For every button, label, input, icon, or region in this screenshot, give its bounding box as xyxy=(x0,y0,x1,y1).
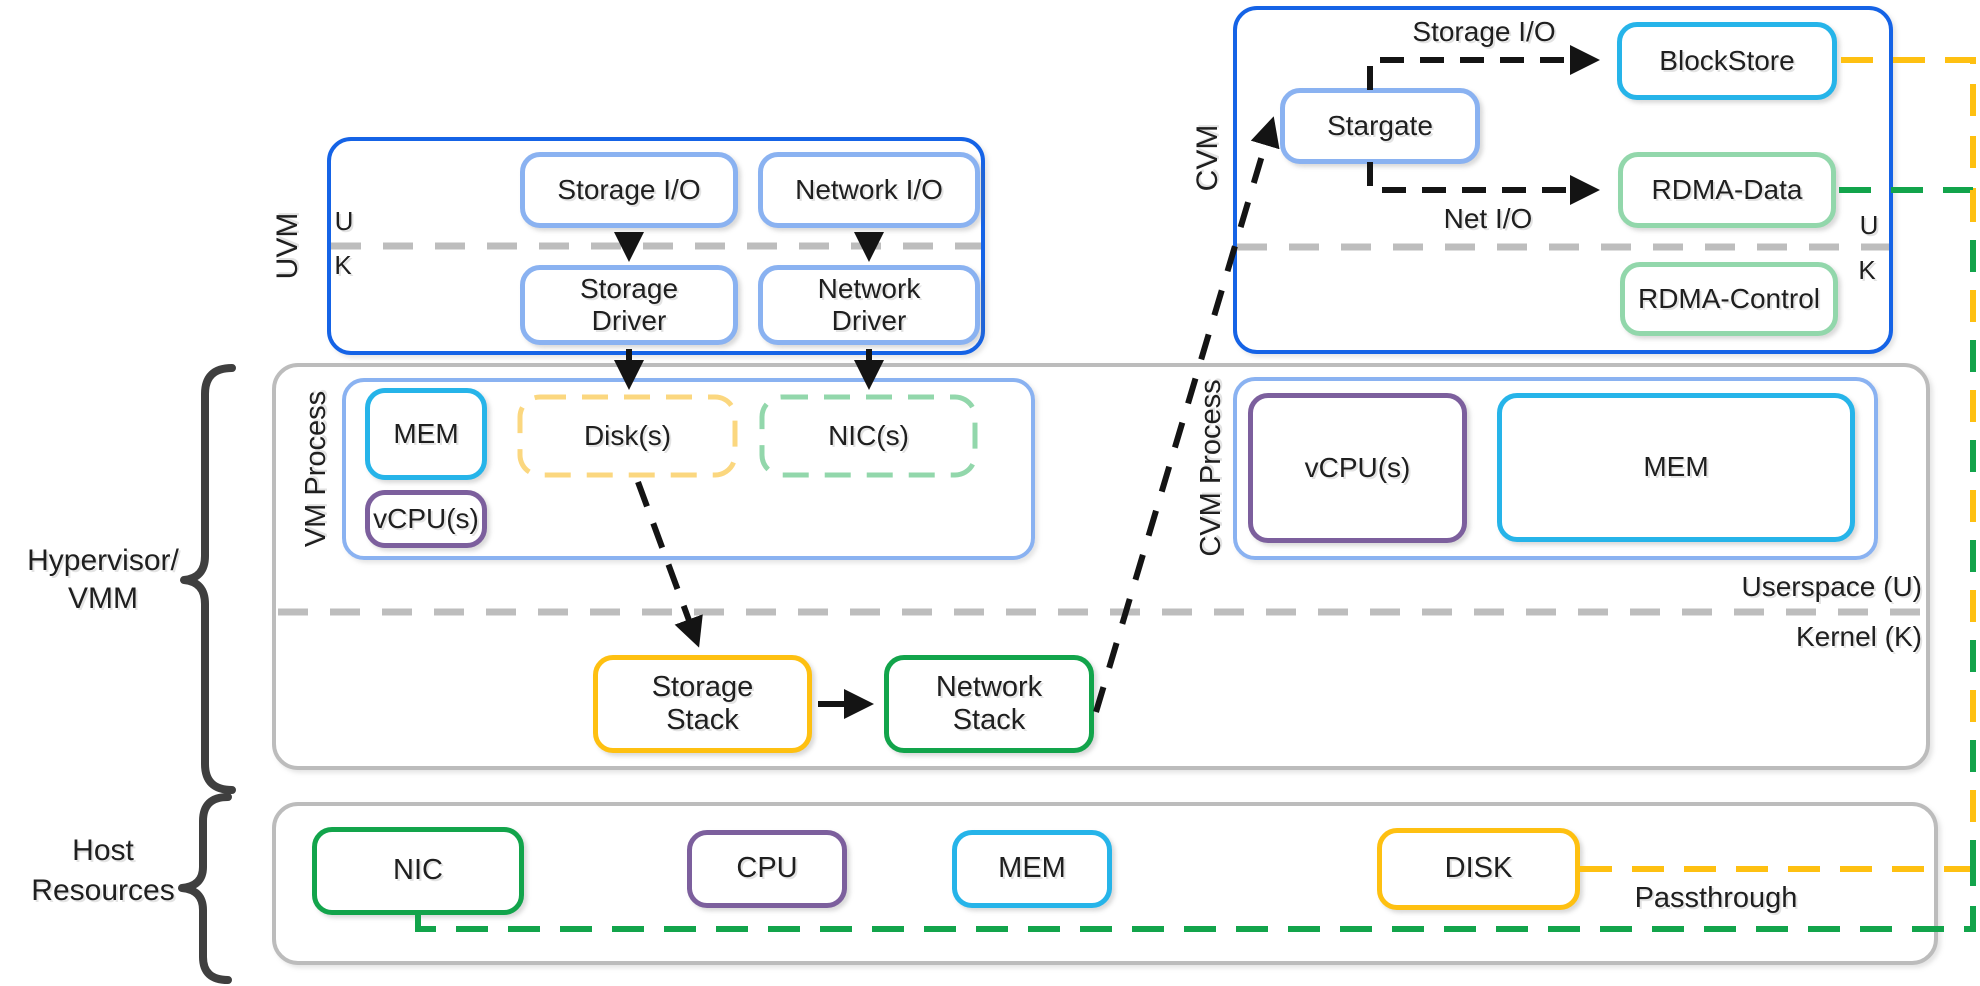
vm-vcpu-label: vCPU(s) xyxy=(373,502,479,534)
cvm-mem-box: MEM xyxy=(1497,393,1855,542)
cvm-vcpu-label: vCPU(s) xyxy=(1304,451,1411,483)
uvm-network-driver-label: Network Driver xyxy=(817,272,921,336)
host-nic-box: NIC xyxy=(312,827,524,915)
network-stack-box: Network Stack xyxy=(884,655,1094,753)
uvm-storage-io-box: Storage I/O xyxy=(520,152,738,228)
vm-mem-box: MEM xyxy=(365,388,487,480)
uvm-network-io-box: Network I/O xyxy=(758,152,980,228)
host-cpu-label: CPU xyxy=(736,852,798,885)
cvm-blockstore-box: BlockStore xyxy=(1617,22,1837,100)
uvm-box xyxy=(327,137,985,355)
blockstore-label: BlockStore xyxy=(1659,44,1795,76)
host-disk-label: DISK xyxy=(1444,852,1513,885)
uvm-storage-driver-label: Storage Driver xyxy=(579,272,679,336)
storage-stack-label: Storage Stack xyxy=(651,670,754,736)
uvm-network-io-label: Network I/O xyxy=(795,173,943,205)
host-disk-box: DISK xyxy=(1377,828,1580,910)
cvm-rdma-control-box: RDMA-Control xyxy=(1620,262,1838,336)
vm-mem-label: MEM xyxy=(393,417,459,449)
uvm-network-driver-box: Network Driver xyxy=(758,265,980,345)
cvm-rdma-data-box: RDMA-Data xyxy=(1618,152,1836,228)
vm-vcpu-box: vCPU(s) xyxy=(365,490,487,548)
uvm-storage-io-label: Storage I/O xyxy=(557,173,701,205)
rdma-control-label: RDMA-Control xyxy=(1637,282,1821,314)
stargate-label: Stargate xyxy=(1327,109,1433,141)
uvm-storage-driver-box: Storage Driver xyxy=(520,265,738,345)
host-nic-label: NIC xyxy=(393,854,443,887)
cvm-stargate-box: Stargate xyxy=(1280,88,1480,164)
host-cpu-box: CPU xyxy=(687,830,847,908)
cvm-vcpu-box: vCPU(s) xyxy=(1248,393,1467,543)
storage-stack-box: Storage Stack xyxy=(593,655,812,753)
host-mem-label: MEM xyxy=(998,852,1066,885)
host-mem-box: MEM xyxy=(952,830,1112,908)
rdma-data-label: RDMA-Data xyxy=(1651,173,1803,205)
cvm-mem-label: MEM xyxy=(1643,451,1709,483)
network-stack-label: Network Stack xyxy=(935,670,1043,736)
